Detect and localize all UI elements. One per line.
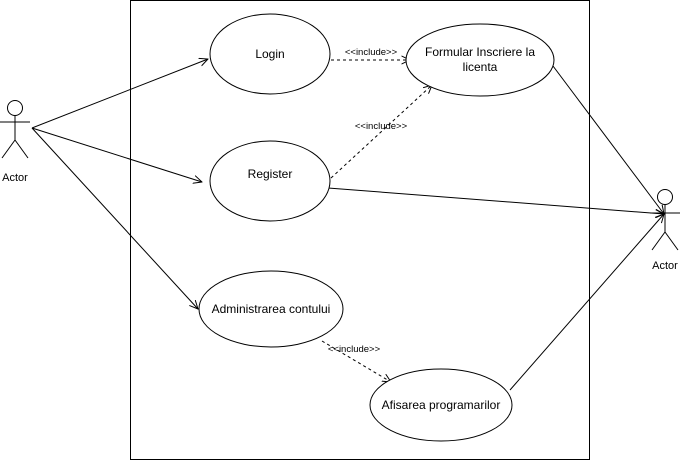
use-case-login[interactable]: Login <box>209 13 331 95</box>
use-case-login-label: Login <box>255 47 284 61</box>
include-label-administrare-afisare: <<include>> <box>328 344 381 355</box>
association-formular-actor-right <box>552 65 664 214</box>
use-case-afisare-label: Afisarea programarilor <box>382 398 501 412</box>
actor-right[interactable] <box>650 189 680 251</box>
actor-left-head-icon <box>7 100 23 116</box>
use-case-formular[interactable]: Formular Inscriere la licenta <box>405 23 555 97</box>
use-case-administrare[interactable]: Administrarea contului <box>198 270 344 348</box>
include-label-register-formular: <<include>> <box>355 121 408 132</box>
include-label-login-formular: <<include>> <box>345 47 398 58</box>
association-register-actor-right <box>327 187 664 214</box>
system-boundary <box>130 0 590 460</box>
association-actor-left-administrare <box>31 127 198 309</box>
association-actor-left-register <box>31 127 202 182</box>
actor-right-label: Actor <box>652 260 678 272</box>
association-afisare-actor-right <box>509 214 664 391</box>
use-case-register-label: Register <box>248 167 293 181</box>
use-case-formular-label-line1: Formular Inscriere la <box>425 45 535 59</box>
connectors <box>31 59 664 391</box>
use-case-administrare-label: Administrarea contului <box>212 302 331 316</box>
include-register-formular <box>330 85 432 179</box>
actor-left-label: Actor <box>2 172 28 184</box>
actor-left[interactable] <box>0 100 30 159</box>
use-case-afisare[interactable]: Afisarea programarilor <box>369 368 513 442</box>
use-case-formular-label-line2: licenta <box>463 60 498 74</box>
association-actor-left-login <box>31 59 208 129</box>
actor-right-head-icon <box>657 189 673 205</box>
include-administrare-afisare <box>321 340 391 382</box>
use-case-register[interactable]: Register <box>209 140 331 222</box>
